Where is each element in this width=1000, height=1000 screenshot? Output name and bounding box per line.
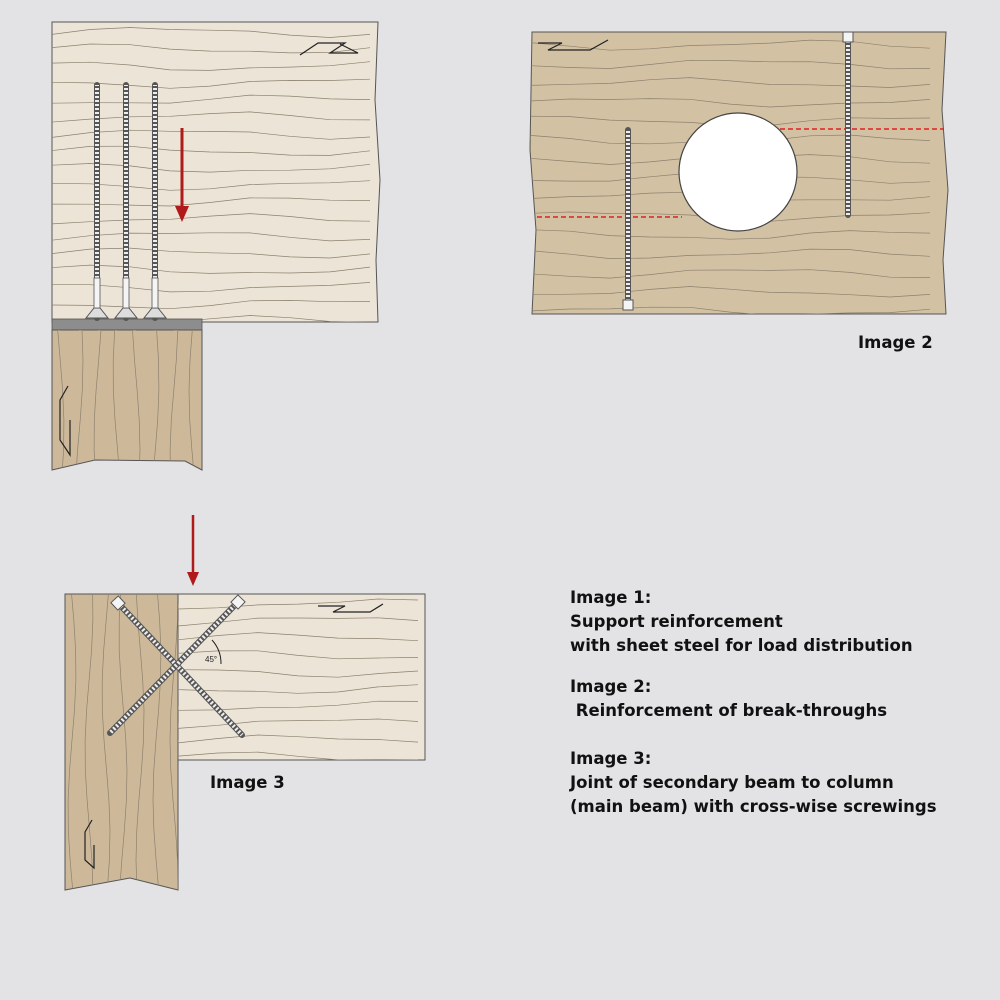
image3-screws [107, 594, 246, 738]
grain-line [93, 330, 102, 470]
grain-line [530, 98, 931, 108]
grain-line [52, 180, 371, 191]
screw [622, 127, 634, 311]
grain-line [52, 43, 371, 54]
caption-title: Image 2: [570, 677, 652, 696]
grain-direction-symbol [538, 39, 609, 51]
grain-line [530, 77, 931, 88]
grain-line [178, 632, 419, 642]
wood-grain-horizontal [530, 39, 931, 314]
grain-line [57, 330, 65, 470]
caption-line: Support reinforcement [570, 612, 783, 631]
grain-line [52, 300, 371, 310]
caption-title: Image 3: [570, 749, 652, 768]
grain-line [52, 94, 371, 104]
grain-line [132, 330, 141, 470]
caption-line: with sheet steel for load distribution [570, 636, 913, 655]
grain-direction-symbol [318, 603, 384, 613]
grain-line [530, 269, 931, 279]
grain-line [52, 111, 371, 123]
grain-line [52, 129, 371, 140]
grain-line [152, 594, 162, 890]
grain-line [178, 684, 419, 694]
grain-line [52, 282, 371, 293]
grain-line [52, 145, 371, 156]
grain-line [530, 39, 931, 51]
grain-line [52, 27, 371, 38]
screw [842, 31, 854, 218]
grain-line [169, 330, 179, 470]
grain-line [52, 61, 371, 71]
image2-beam [529, 31, 949, 315]
load-arrow-icon [175, 128, 189, 222]
grain-line [530, 59, 931, 70]
grain-line [84, 594, 94, 890]
grain-line [75, 330, 84, 470]
wood-grain-vertical [57, 330, 195, 470]
caption-image2: Image 2: Reinforcement of break-throughs [570, 675, 887, 723]
grain-line [178, 751, 419, 760]
break-through-hole [678, 112, 798, 232]
angle-label: 45° [205, 655, 217, 664]
grain-line [178, 617, 419, 627]
grain-line [135, 594, 145, 890]
grain-direction-symbol [59, 385, 71, 457]
grain-line [178, 598, 419, 610]
grain-line [52, 78, 371, 89]
grain-line [178, 700, 419, 711]
grain-direction-symbol [84, 819, 95, 870]
image1-horizontal-beam [51, 21, 381, 323]
caption-title: Image 1: [570, 588, 652, 607]
grain-line [67, 594, 77, 890]
grain-line [530, 306, 931, 314]
load-arrow-icon [187, 515, 199, 586]
grain-line [52, 163, 371, 173]
angle-arc [211, 639, 222, 665]
grain-line [530, 248, 931, 259]
caption-line: (main beam) with cross-wise screwings [570, 797, 937, 816]
screw [107, 594, 246, 736]
caption-line: Reinforcement of break-throughs [570, 701, 888, 720]
grain-line [530, 286, 931, 298]
image3-label: Image 3 [210, 773, 285, 792]
grain-line [52, 247, 371, 259]
image3-secondary-beam [177, 593, 426, 761]
image2-screws [622, 31, 854, 311]
grain-line [52, 232, 371, 242]
caption-image1: Image 1: Support reinforcement with shee… [570, 586, 913, 658]
caption-line: Joint of secondary beam to column [570, 773, 894, 792]
image2-label: Image 2 [858, 333, 933, 352]
screw [84, 82, 110, 321]
grain-line [112, 330, 121, 470]
grain-line [52, 213, 371, 225]
image1-screws [84, 82, 168, 321]
grain-line [101, 594, 111, 890]
screw [113, 82, 139, 321]
grain-line [178, 734, 419, 744]
screw [110, 595, 245, 738]
caption-image3: Image 3: Joint of secondary beam to colu… [570, 747, 937, 819]
grain-line [118, 594, 128, 890]
grain-line [152, 330, 160, 470]
grain-line [52, 264, 371, 274]
image1-column [51, 329, 203, 471]
grain-line [178, 718, 419, 729]
wood-grain-horizontal [52, 27, 371, 322]
grain-line [52, 197, 371, 207]
grain-line [188, 330, 195, 470]
screw [142, 82, 168, 321]
grain-direction-symbol [299, 42, 359, 56]
image3-column [64, 593, 179, 891]
grain-line [530, 229, 931, 240]
